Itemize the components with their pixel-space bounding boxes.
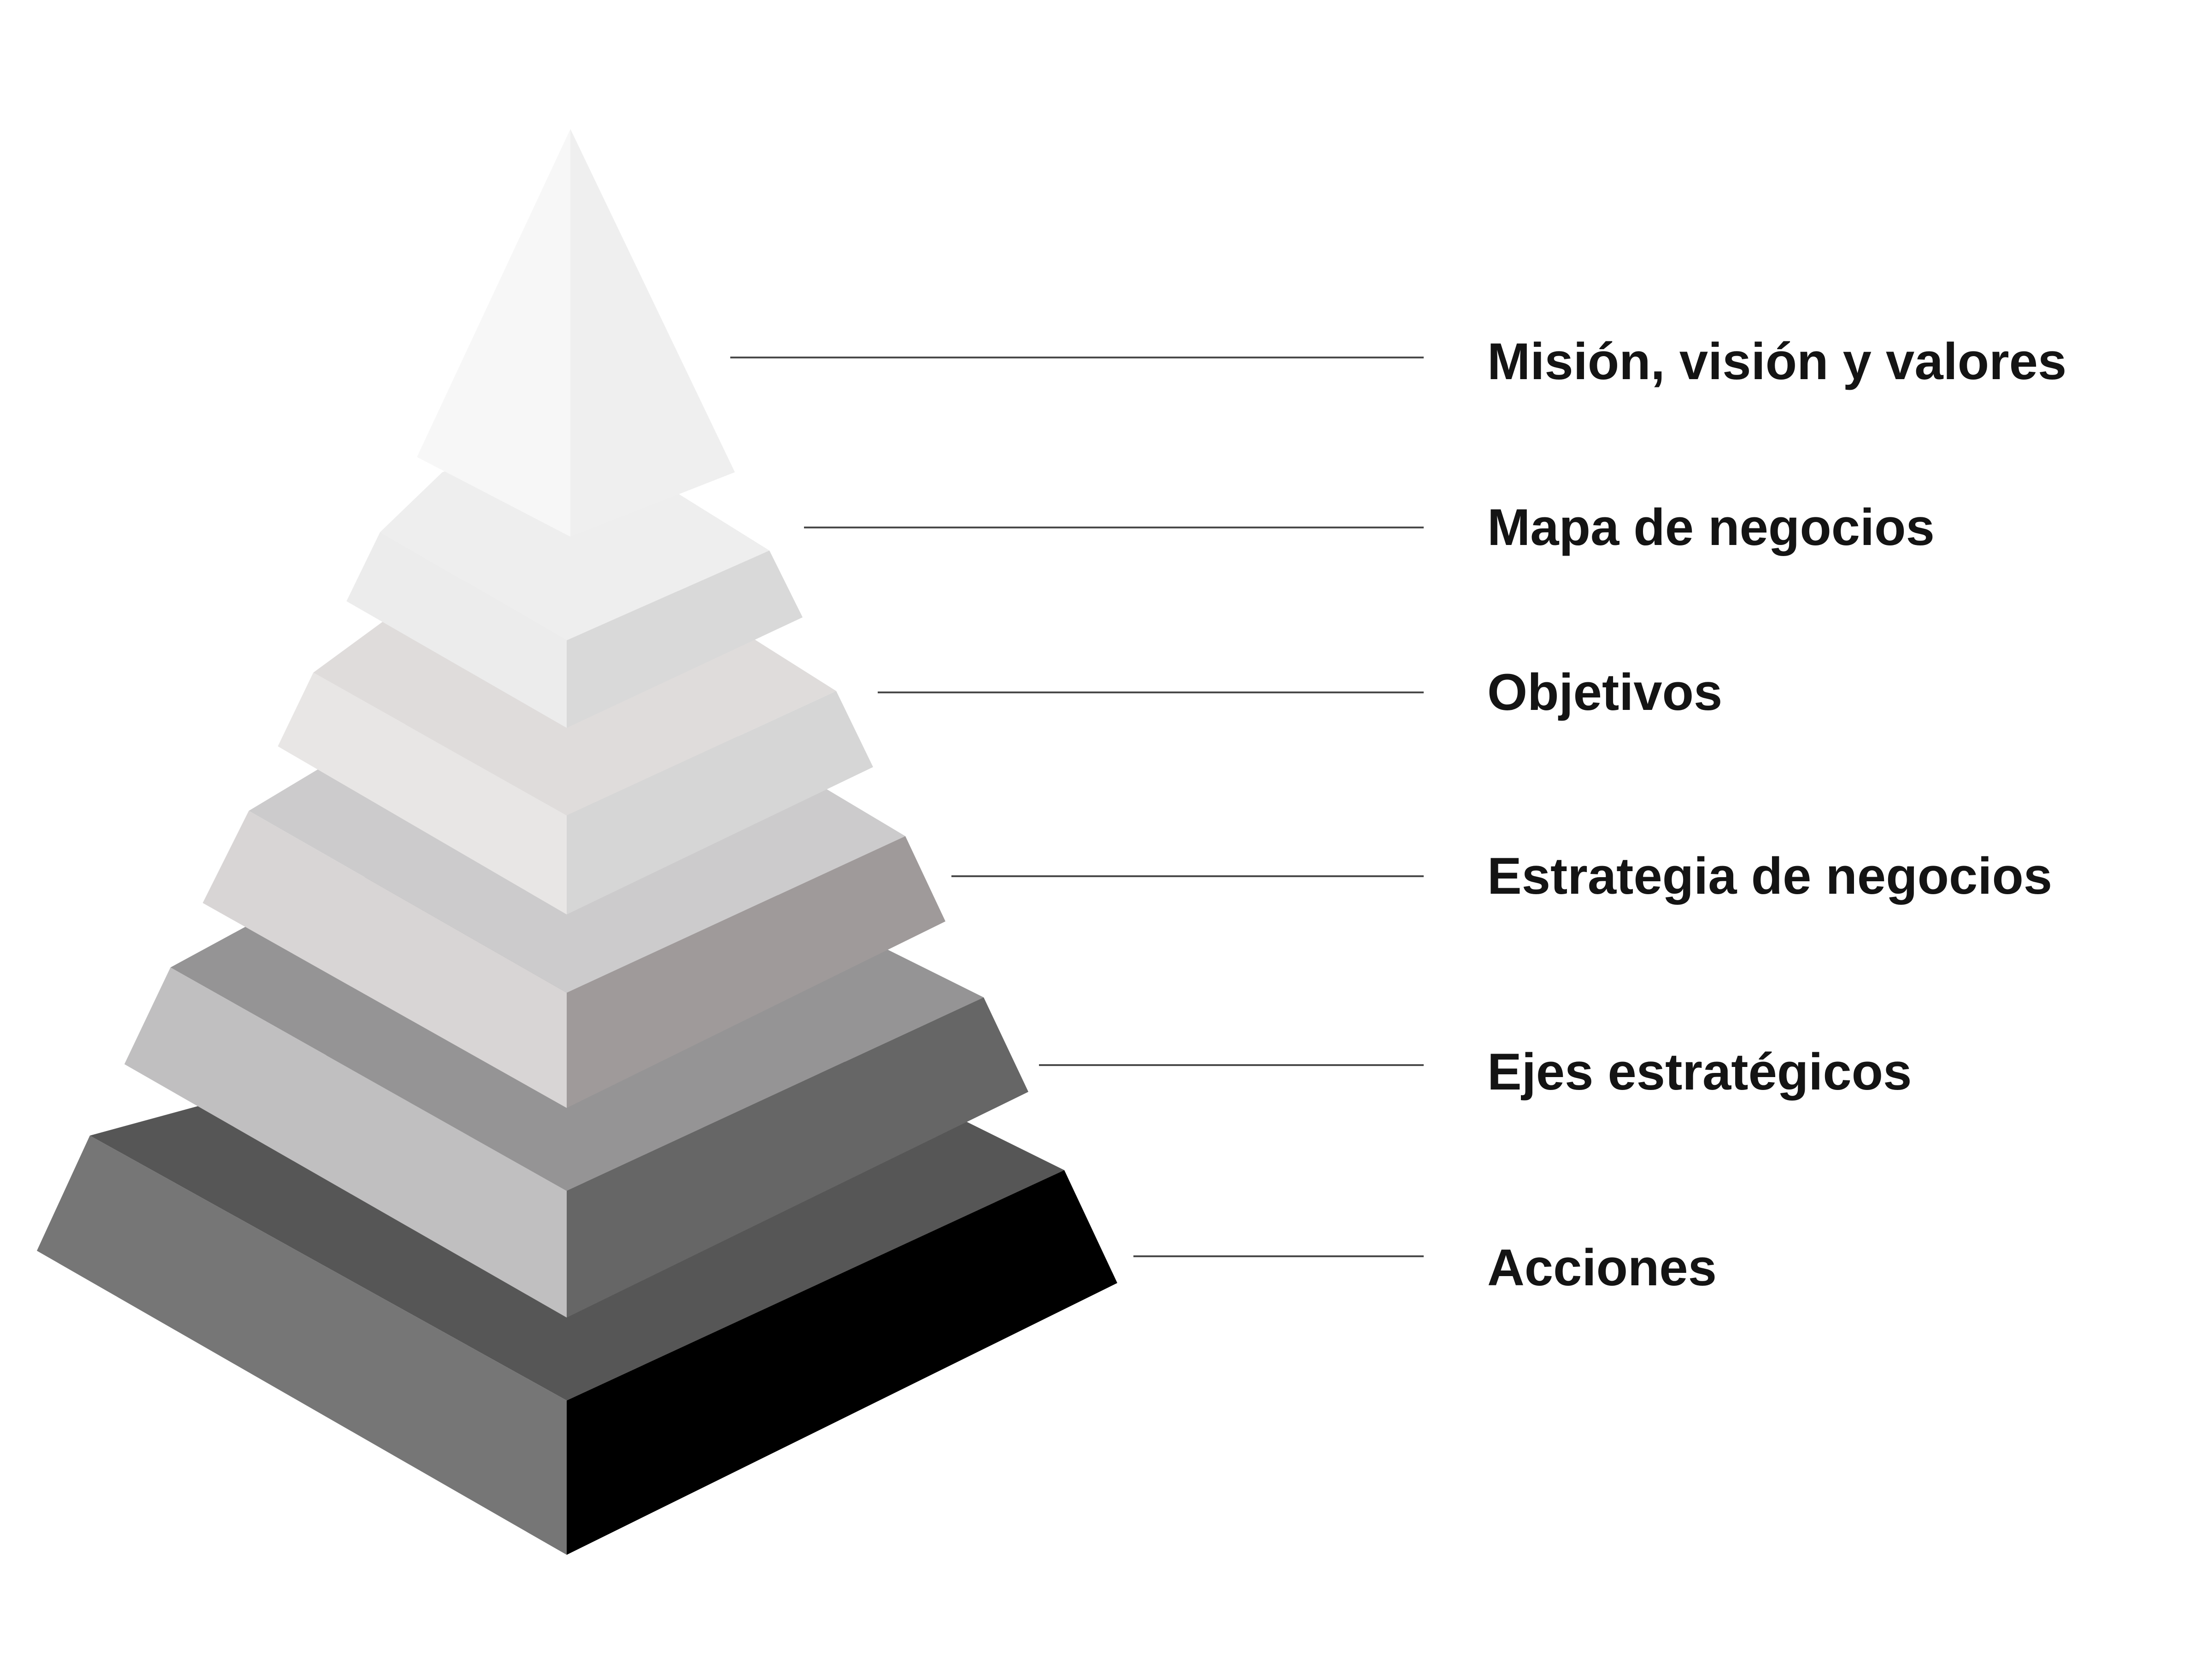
level-label-objetivos: Objetivos [1487,663,1722,721]
level-ejes-left-face [124,967,567,1318]
level-objetivos-right-face [567,691,873,914]
level-label-acciones: Acciones [1487,1239,1717,1296]
level-mision-left-face [417,129,570,537]
level-objetivos-left-face [278,673,567,914]
level-acciones-right-face [567,1170,1117,1555]
level-ejes-right-face [567,997,1028,1318]
level-label-mapa: Mapa de negocios [1487,498,1935,556]
level-label-ejes: Ejes estratégicos [1487,1043,1912,1101]
level-mision-right-face [570,129,735,537]
level-label-mision: Misión, visión y valores [1487,333,2066,390]
level-estrategia-right-face [567,836,945,1108]
pyramid-level-mision-vision-valores [417,129,735,537]
level-acciones-left-face [37,1136,567,1555]
level-label-estrategia: Estrategia de negocios [1487,847,2052,905]
level-mapa-right-face [567,551,803,728]
level-estrategia-left-face [203,811,567,1108]
level-mapa-left-face [346,532,567,728]
